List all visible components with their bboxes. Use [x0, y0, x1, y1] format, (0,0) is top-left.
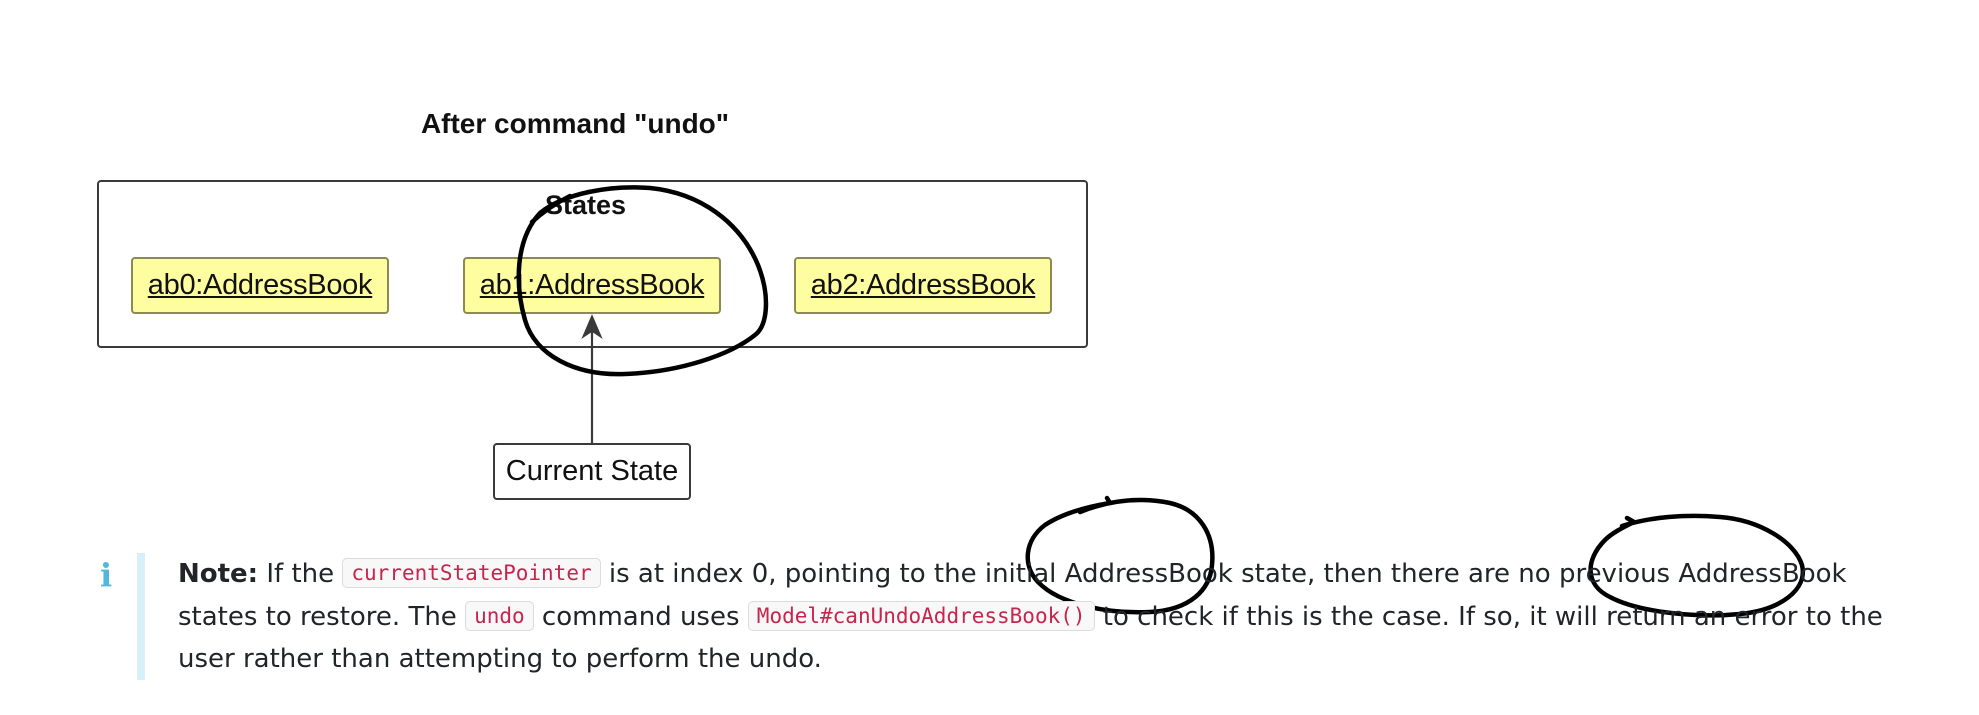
- info-icon: i: [100, 556, 113, 594]
- code-current-state-pointer: currentStatePointer: [342, 558, 601, 588]
- note-segment-2: is at index 0, pointing to the initial A…: [178, 559, 1847, 632]
- state-object-ab0: ab0:AddressBook: [131, 257, 389, 314]
- note-text: Note: If the currentStatePointer is at i…: [178, 552, 1898, 680]
- note-label: Note:: [178, 559, 259, 589]
- note-segment-3: command uses: [541, 602, 740, 632]
- state-object-ab1: ab1:AddressBook: [463, 257, 721, 314]
- diagram-title: After command "undo": [420, 108, 730, 139]
- current-state-pointer-box: Current State: [493, 443, 691, 500]
- note-segment-1: If the: [266, 559, 335, 589]
- code-can-undo-address-book: Model#canUndoAddressBook(): [747, 601, 1095, 631]
- note-segment-4: to check if this is the case. If so, it …: [178, 602, 1883, 674]
- state-object-ab2: ab2:AddressBook: [794, 257, 1052, 314]
- note-accent-bar: [137, 553, 145, 680]
- code-undo: undo: [465, 601, 534, 631]
- states-package-label: States: [545, 190, 627, 220]
